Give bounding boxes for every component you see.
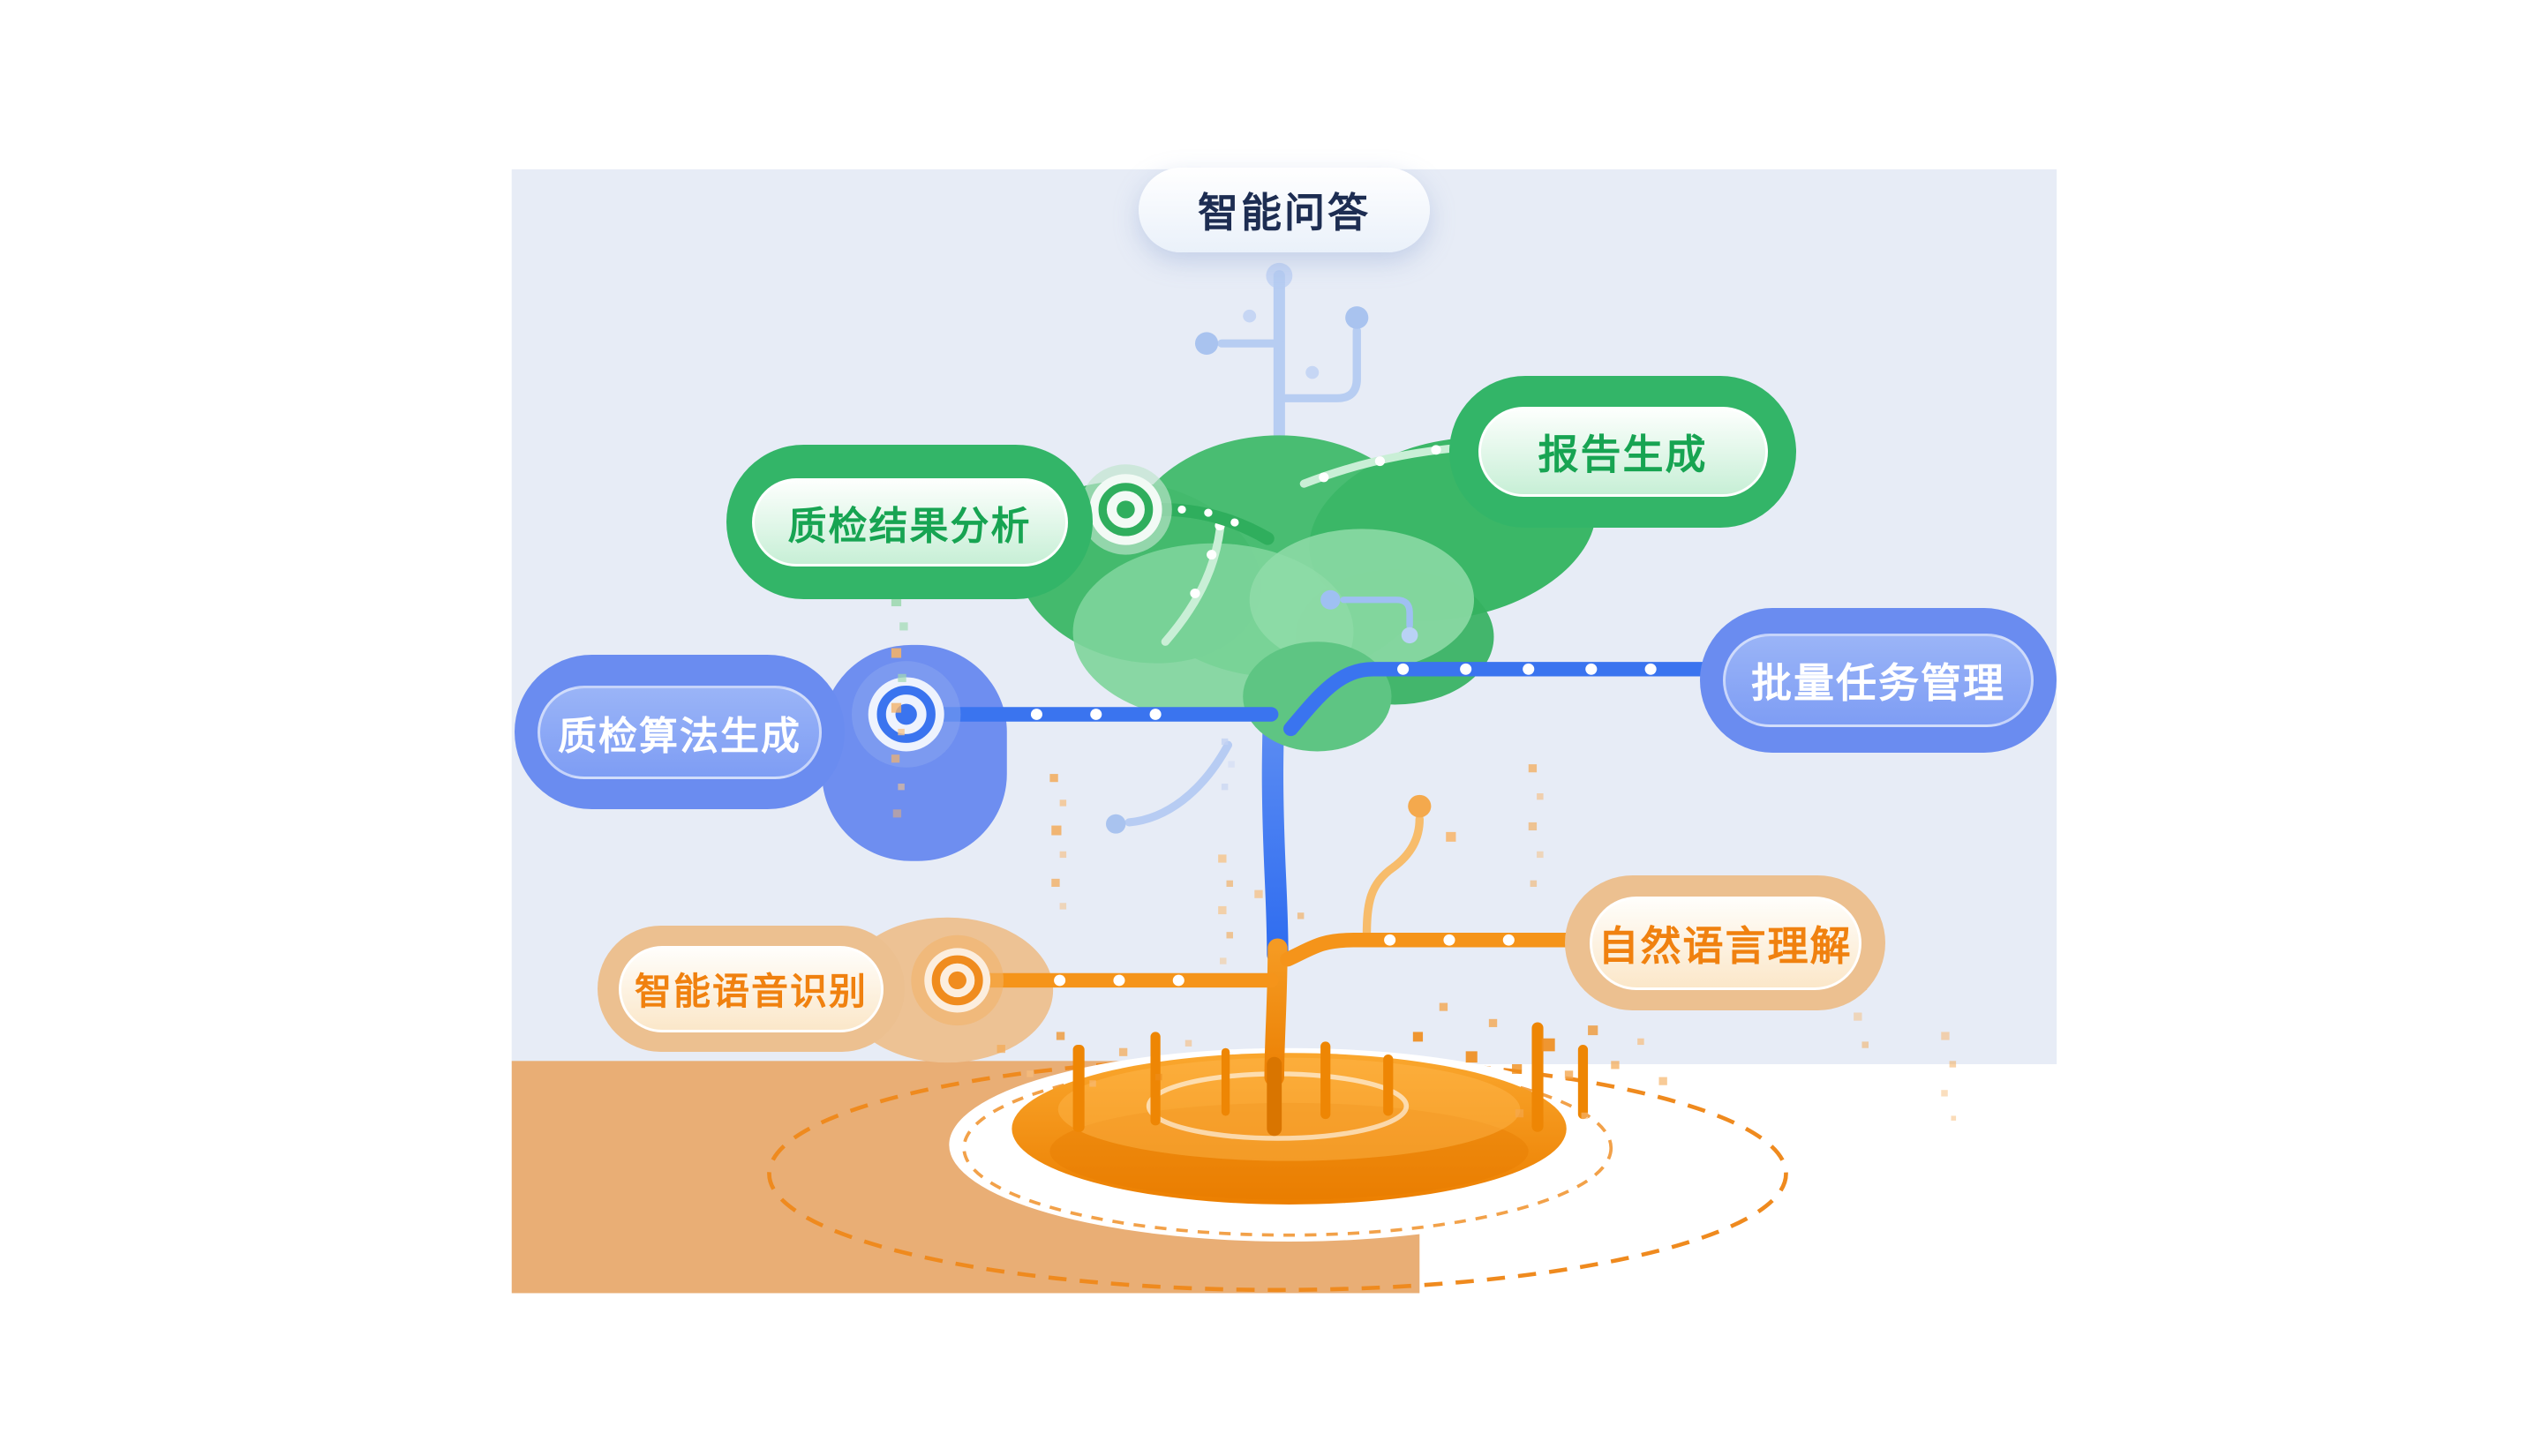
base-highlight [1057,1057,1521,1161]
branch-orange-right [1280,794,1579,967]
node-label: 批量任务管理 [1751,660,2005,706]
outer-orbit-dashed [767,1055,1788,1293]
node-label-pill: 批量任务管理 [1723,634,2034,727]
node-quality-result-analysis: 质检结果分析 [726,445,1093,599]
node-natural-language-understanding: 自然语言理解 [1565,875,1885,1010]
node-intelligent-speech-recognition: 智能语音识别 [598,926,905,1052]
node-label-pill: 质检算法生成 [538,685,822,779]
node-label-pill: 自然语言理解 [1589,896,1861,990]
node-label-pill: 智能语音识别 [619,945,884,1032]
node-label: 智能问答 [1198,190,1371,236]
node-label: 报告生成 [1538,432,1708,477]
node-label: 质检结果分析 [787,504,1032,548]
node-label: 自然语言理解 [1598,922,1853,969]
node-batch-task-management: 批量任务管理 [1700,608,2057,753]
node-label-pill: 质检结果分析 [751,477,1068,567]
node-intelligent-qa: 智能问答 [1139,168,1430,252]
node-label: 智能语音识别 [634,971,868,1012]
base-shadow [1049,1102,1529,1200]
branch-blue-right [1283,589,1716,737]
branch-green-left [1079,464,1275,555]
branch-blue-left [822,644,1279,861]
node-report-generation: 报告生成 [1449,376,1796,528]
node-quality-algorithm-generation: 质检算法生成 [515,655,845,809]
node-label-pill: 报告生成 [1478,407,1768,497]
ground-posts [1072,1022,1589,1132]
node-label: 质检算法生成 [558,714,801,758]
